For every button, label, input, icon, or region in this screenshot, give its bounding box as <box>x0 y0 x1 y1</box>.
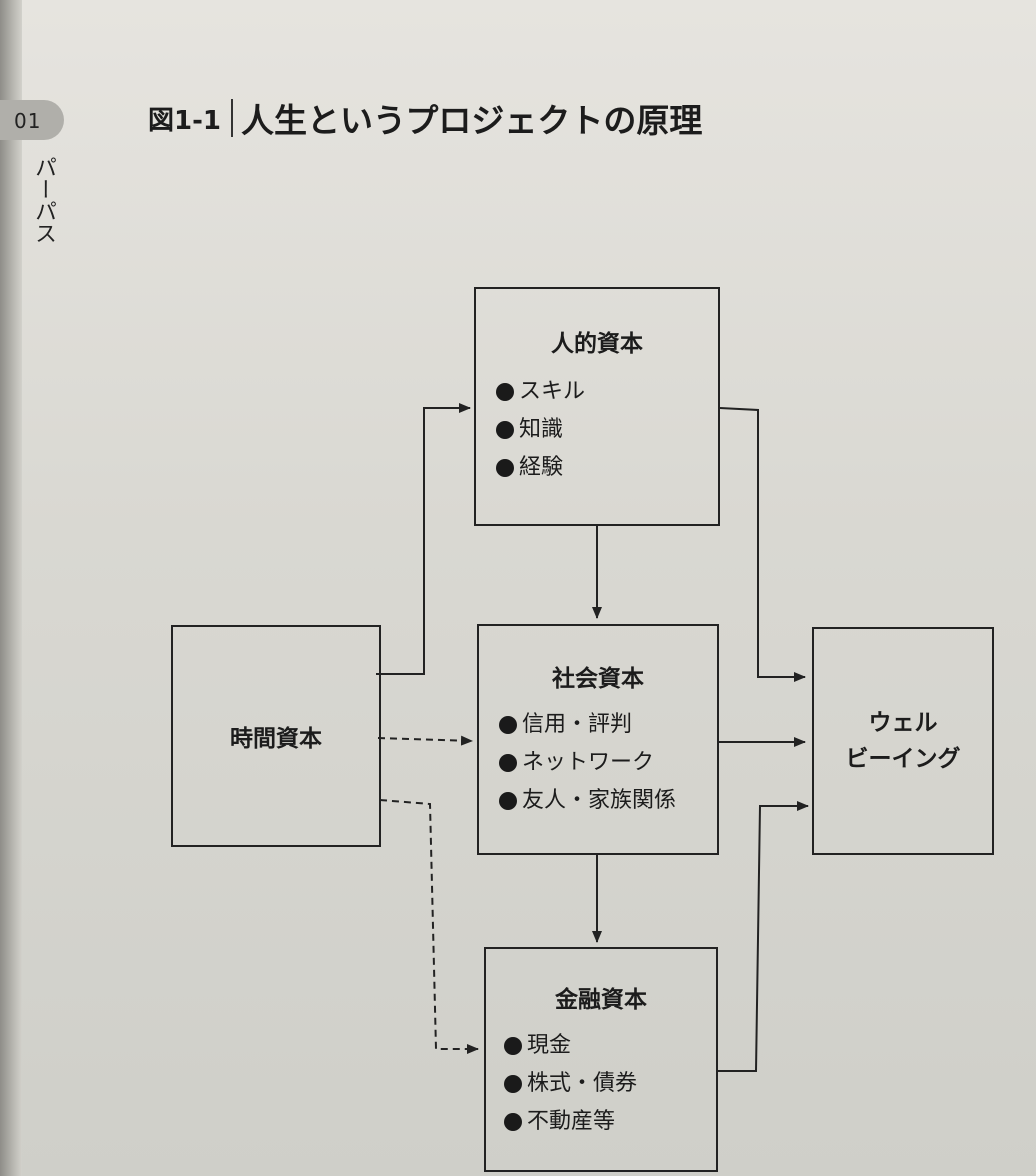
arrow-human-to-wellbeing <box>719 407 806 682</box>
bullet-icon <box>496 421 514 439</box>
list-item: 不動産等 <box>504 1103 716 1141</box>
human-capital-title: 人的資本 <box>551 331 643 357</box>
list-item: 株式・債券 <box>504 1065 716 1103</box>
bullet-icon <box>504 1113 522 1131</box>
figure-caption: 人生というプロジェクトの原理 <box>240 101 703 140</box>
time-capital-box: 時間資本 <box>171 625 381 847</box>
human-capital-items: スキル 知識 経験 <box>496 373 718 487</box>
wellbeing-label-line1: ウェル <box>868 710 938 736</box>
arrow-financial-to-wellbeing <box>716 801 809 1072</box>
figure-title: 図1-1 人生というプロジェクトの原理 <box>148 94 702 142</box>
bullet-icon <box>496 459 514 477</box>
list-item: ネットワーク <box>499 744 717 782</box>
social-capital-items: 信用・評判 ネットワーク 友人・家族関係 <box>499 706 717 820</box>
financial-capital-box: 金融資本 現金 株式・債券 不動産等 <box>484 947 718 1172</box>
arrow-time-to-financial <box>379 799 479 1054</box>
list-item: 現金 <box>504 1027 716 1065</box>
social-capital-box: 社会資本 信用・評判 ネットワーク 友人・家族関係 <box>477 624 719 855</box>
list-item: スキル <box>496 373 718 411</box>
financial-capital-title: 金融資本 <box>555 987 647 1013</box>
bullet-icon <box>499 792 517 810</box>
wellbeing-label-line2: ビーイング <box>845 746 961 772</box>
list-item: 信用・評判 <box>499 706 717 744</box>
arrow-time-to-social <box>377 735 473 746</box>
time-capital-title: 時間資本 <box>230 726 322 752</box>
wellbeing-box: ウェル ビーイング <box>812 627 994 855</box>
arrow-time-to-human <box>376 403 471 675</box>
bullet-icon <box>504 1075 522 1093</box>
list-item: 知識 <box>496 411 718 449</box>
title-divider <box>230 99 233 137</box>
bullet-icon <box>504 1037 522 1055</box>
list-item: 経験 <box>496 449 718 487</box>
chapter-number: 01 <box>14 109 42 133</box>
bullet-icon <box>499 754 517 772</box>
social-capital-title: 社会資本 <box>552 666 644 692</box>
list-item: 友人・家族関係 <box>499 782 717 820</box>
chapter-name: パーパス <box>31 156 56 244</box>
figure-number: 図1-1 <box>148 105 221 136</box>
human-capital-box: 人的資本 スキル 知識 経験 <box>474 287 720 526</box>
bullet-icon <box>499 716 517 734</box>
chapter-tab <box>0 100 64 140</box>
financial-capital-items: 現金 株式・債券 不動産等 <box>504 1027 716 1141</box>
bullet-icon <box>496 383 514 401</box>
book-page-edge <box>0 0 22 1176</box>
